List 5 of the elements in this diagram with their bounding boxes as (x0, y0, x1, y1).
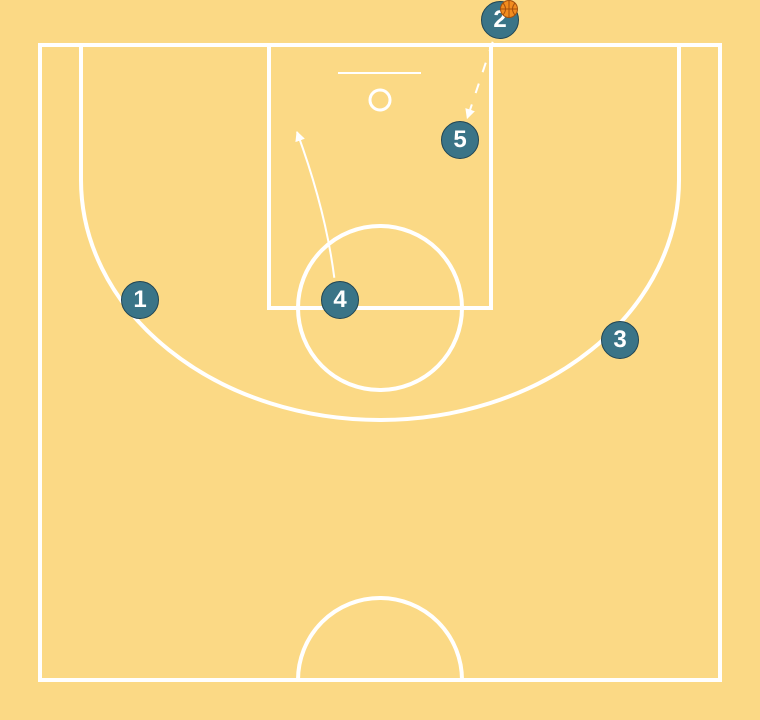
player-marker: 1 (121, 281, 159, 319)
cut-arrow (295, 131, 336, 278)
player-marker: 4 (321, 281, 359, 319)
player-marker: 5 (441, 121, 479, 159)
player-marker: 3 (601, 321, 639, 359)
